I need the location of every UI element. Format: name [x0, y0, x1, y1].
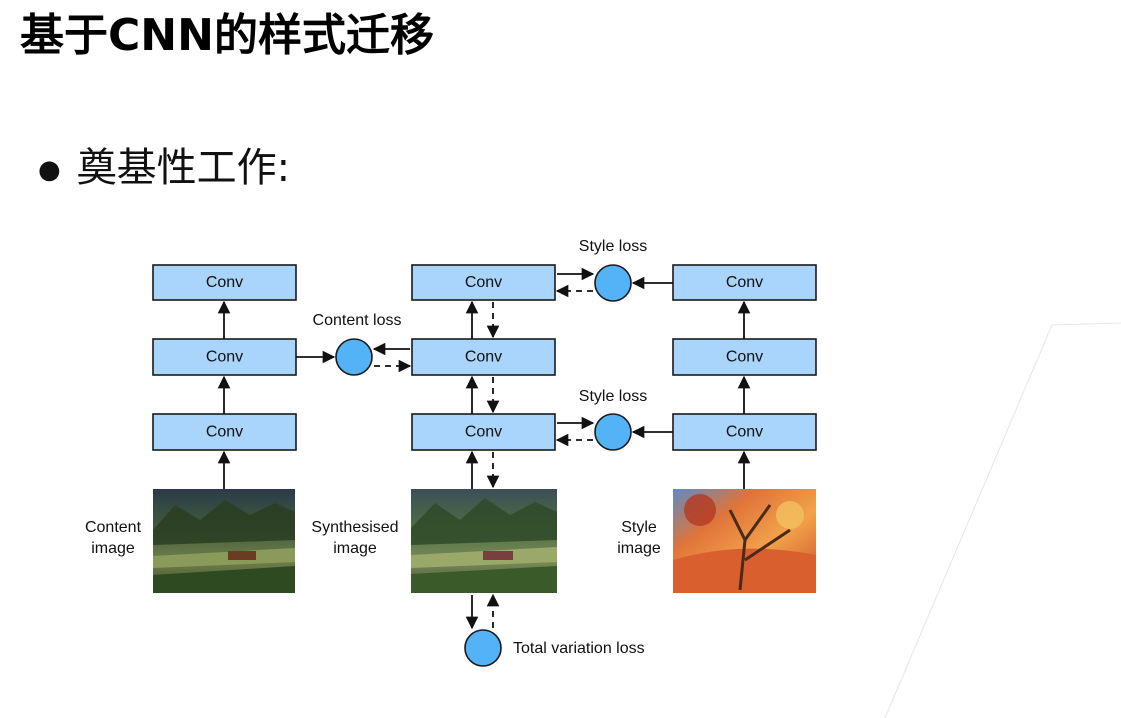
conv-label: Conv: [726, 274, 763, 291]
decor-line: [884, 324, 1053, 718]
conv-label: Conv: [206, 274, 243, 291]
bullet-item: ● 奠基性工作:: [38, 140, 290, 198]
synthesised-image-label-2: image: [333, 540, 377, 557]
style-image-label-2: image: [617, 540, 661, 557]
style-loss-node-bottom: [594, 413, 632, 451]
synthesised-image-label-1: Synthesised: [311, 519, 398, 536]
conv-box-right-top: Conv: [672, 264, 817, 301]
bullet-text: 奠基性工作:: [76, 145, 291, 191]
content-image-label-2: image: [91, 540, 135, 557]
conv-box-center-bottom: Conv: [411, 413, 556, 451]
conv-box-left-mid: Conv: [152, 338, 297, 376]
conv-label: Conv: [726, 349, 763, 366]
total-variation-loss-label: Total variation loss: [513, 640, 645, 657]
conv-label: Conv: [465, 349, 502, 366]
conv-label: Conv: [726, 424, 763, 441]
style-loss-node-top: [594, 264, 632, 302]
conv-box-left-top: Conv: [152, 264, 297, 301]
conv-box-right-mid: Conv: [672, 338, 817, 376]
style-image: [673, 489, 816, 593]
conv-label: Conv: [465, 274, 502, 291]
synthesised-image: [411, 489, 557, 593]
style-loss-label-top: Style loss: [579, 238, 647, 255]
conv-label: Conv: [465, 424, 502, 441]
style-loss-label-bottom: Style loss: [579, 388, 647, 405]
decor-line: [1051, 322, 1121, 326]
content-loss-node: [335, 338, 373, 376]
conv-box-right-bottom: Conv: [672, 413, 817, 451]
slide-title: 基于CNN的样式迁移: [20, 10, 434, 61]
content-image-label-1: Content: [85, 519, 142, 536]
conv-label: Conv: [206, 349, 243, 366]
conv-box-center-mid: Conv: [411, 338, 556, 376]
conv-label: Conv: [206, 424, 243, 441]
content-image: [153, 489, 295, 593]
total-variation-loss-node: [464, 629, 502, 667]
bullet-dot-icon: ●: [38, 155, 61, 185]
style-image-label-1: Style: [621, 519, 657, 536]
conv-box-center-top: Conv: [411, 264, 556, 301]
content-loss-label: Content loss: [313, 312, 402, 329]
conv-box-left-bottom: Conv: [152, 413, 297, 451]
